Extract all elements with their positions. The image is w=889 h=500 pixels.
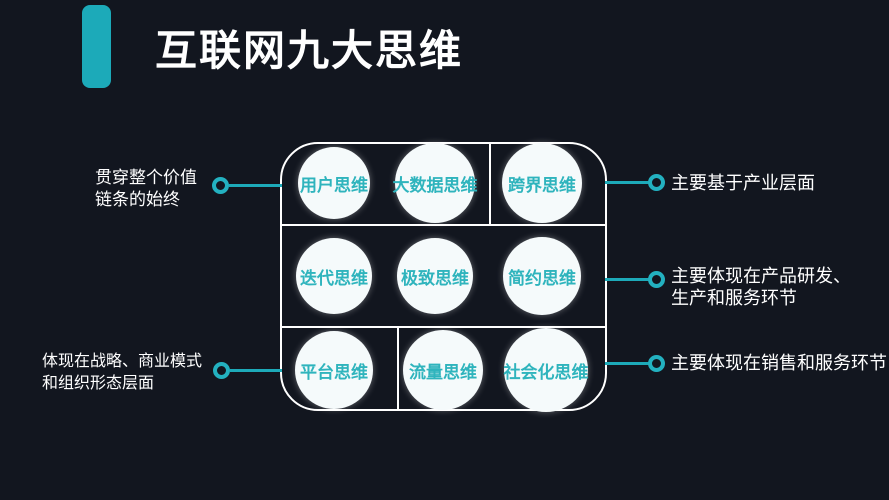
annotation-right-2: 主要体现在产品研发、 生产和服务环节 xyxy=(671,265,851,309)
annotation-line: 贯穿整个价值 xyxy=(95,168,197,187)
divider-horizontal-bottom xyxy=(282,326,605,328)
annotation-line: 和组织形态层面 xyxy=(42,375,155,392)
connector-dot-icon xyxy=(648,271,665,288)
circle-user-thinking: 用户思维 xyxy=(298,147,370,219)
annotation-right-3: 主要体现在销售和服务环节 xyxy=(671,352,887,374)
connector-dot-icon xyxy=(648,355,665,372)
title-accent-bar xyxy=(82,5,111,88)
connector-line xyxy=(229,184,282,187)
annotation-line: 主要体现在产品研发、 xyxy=(671,266,851,286)
connector-line xyxy=(605,181,651,184)
thinking-matrix: 用户思维 大数据思维 跨界思维 迭代思维 极致思维 简约思维 平台思维 流量思维… xyxy=(280,142,607,412)
connector-line xyxy=(605,278,651,281)
connector-dot-icon xyxy=(648,174,665,191)
annotation-left-2: 体现在战略、商业模式 和组织形态层面 xyxy=(42,351,202,395)
circle-crossover-thinking: 跨界思维 xyxy=(502,143,582,223)
annotation-line: 生产和服务环节 xyxy=(671,288,797,308)
annotation-line: 主要基于产业层面 xyxy=(671,173,815,193)
circle-platform-thinking: 平台思维 xyxy=(295,331,373,409)
divider-vertical-row3 xyxy=(397,326,399,409)
connector-dot-icon xyxy=(212,177,229,194)
connector-line xyxy=(230,369,282,372)
circle-traffic-thinking: 流量思维 xyxy=(403,330,483,410)
divider-horizontal-top xyxy=(282,224,605,226)
circle-ultimate-thinking: 极致思维 xyxy=(397,238,473,314)
connector-line xyxy=(605,362,651,365)
annotation-line: 链条的始终 xyxy=(95,190,180,209)
divider-vertical-row1 xyxy=(489,144,491,224)
circle-iteration-thinking: 迭代思维 xyxy=(296,238,372,314)
circle-social-thinking: 社会化思维 xyxy=(504,328,589,412)
annotation-left-1: 贯穿整个价值 链条的始终 xyxy=(95,167,197,211)
annotation-line: 体现在战略、商业模式 xyxy=(42,353,203,370)
page-title: 互联网九大思维 xyxy=(155,27,464,74)
connector-dot-icon xyxy=(213,362,230,379)
circle-bigdata-thinking: 大数据思维 xyxy=(393,143,478,223)
circle-simplicity-thinking: 简约思维 xyxy=(503,237,581,315)
annotation-right-1: 主要基于产业层面 xyxy=(671,172,815,194)
annotation-line: 主要体现在销售和服务环节 xyxy=(671,353,887,373)
